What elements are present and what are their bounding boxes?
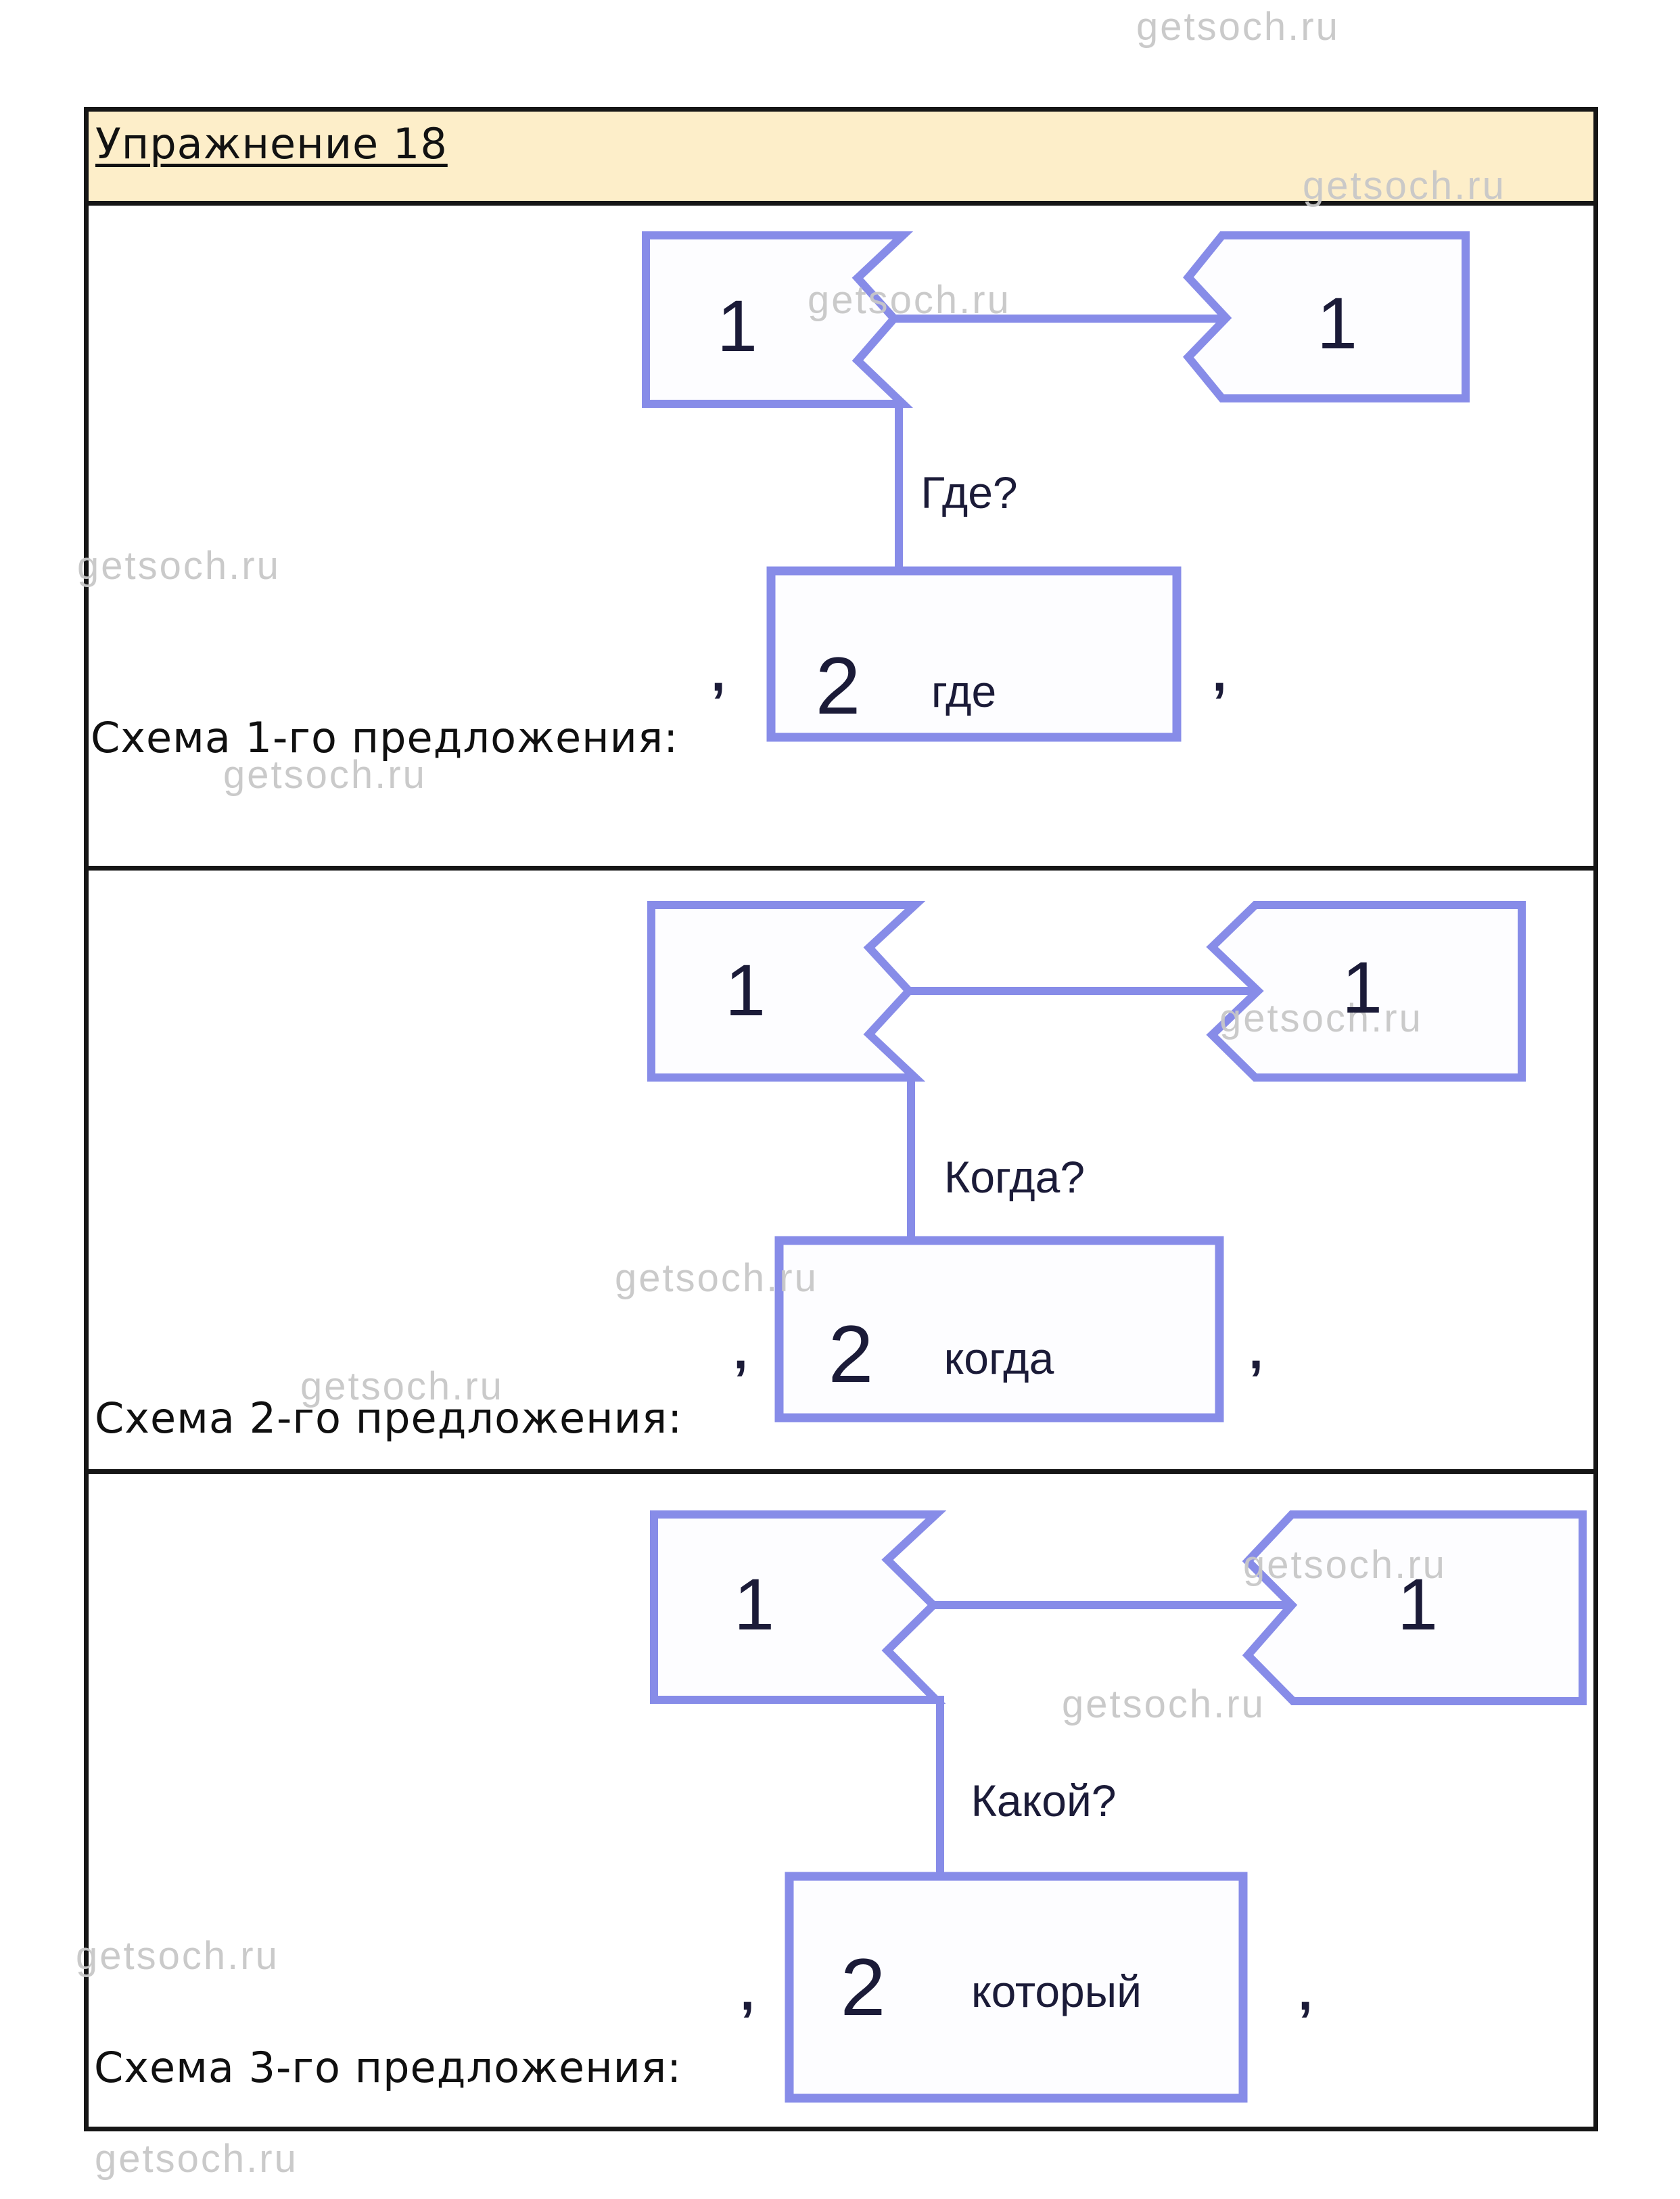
watermark: getsoch.ru [1136,5,1340,49]
scheme-1-main-clause-box-right [1182,231,1470,402]
scheme-1-sub-clause-box [766,566,1182,742]
watermark: getsoch.ru [300,1364,504,1408]
scheme-1-comma-right: , [1212,645,1227,702]
scheme-1-main-clause-box-left [642,231,914,408]
scheme-3-sub-clause-number: 2 [840,1942,886,2033]
watermark: getsoch.ru [223,753,427,797]
watermark: getsoch.ru [615,1256,818,1300]
scheme-2-comma-left: , [733,1322,748,1380]
scheme-2-label: Схема 2-го предложения: [95,1393,683,1443]
scheme-3-question-label: Какой? [971,1776,1117,1826]
scheme-1-comma-left: , [711,645,726,702]
scheme-1-main-clause-number-right: 1 [1316,282,1358,364]
scheme-3-conjunction-word: который [971,1966,1142,2016]
watermark: getsoch.ru [1243,1543,1447,1587]
header-bottom-border [89,201,1593,206]
table-frame [84,107,1598,2131]
scheme-1-sub-clause-number: 2 [815,641,861,731]
scheme-2-main-clause-number-right: 1 [1341,946,1383,1028]
scheme-3-sub-clause-box [785,1872,1248,2103]
scheme-3-diagram [650,1510,1587,2103]
watermark: getsoch.ru [77,544,281,588]
scheme-3-comma-left: , [740,1964,755,2021]
scheme-2-main-clause-box-left [647,901,926,1082]
scheme-1-diagram [642,231,1470,742]
scheme-2-sub-clause-box [774,1236,1224,1422]
scheme-2-diagram [647,901,1526,1422]
header-row-background [89,112,1593,201]
watermark: getsoch.ru [1303,164,1506,208]
watermark: getsoch.ru [808,278,1011,322]
watermark: getsoch.ru [95,2137,298,2181]
watermark: getsoch.ru [1219,996,1423,1040]
scheme-3-comma-right: , [1298,1964,1313,2021]
row-divider-1 [89,866,1593,871]
scheme-1-conjunction-word: где [931,666,997,716]
scheme-1-label: Схема 1-го предложения: [91,713,679,762]
row-divider-2 [89,1469,1593,1474]
scheme-3-main-clause-box-left [650,1510,947,1704]
scheme-1-question-label: Где? [920,467,1018,517]
scheme-2-main-clause-number-left: 1 [724,949,766,1031]
scheme-3-main-clause-box-right [1242,1510,1587,1705]
scheme-2-comma-right: , [1249,1322,1263,1380]
scheme-3-main-clause-number-right: 1 [1397,1563,1439,1645]
scheme-3-main-clause-number-left: 1 [733,1563,775,1645]
watermark: getsoch.ru [76,1934,279,1978]
scheme-2-question-label: Когда? [943,1152,1086,1202]
watermark: getsoch.ru [1062,1682,1265,1726]
exercise-title: Упражнение 18 [95,119,448,168]
scheme-2-conjunction-word: когда [943,1333,1054,1383]
scheme-2-main-clause-box-right [1206,901,1526,1082]
scheme-2-sub-clause-number: 2 [828,1309,874,1399]
scheme-1-main-clause-number-left: 1 [716,285,758,367]
scheme-3-label: Схема 3-го предложения: [94,2043,682,2092]
